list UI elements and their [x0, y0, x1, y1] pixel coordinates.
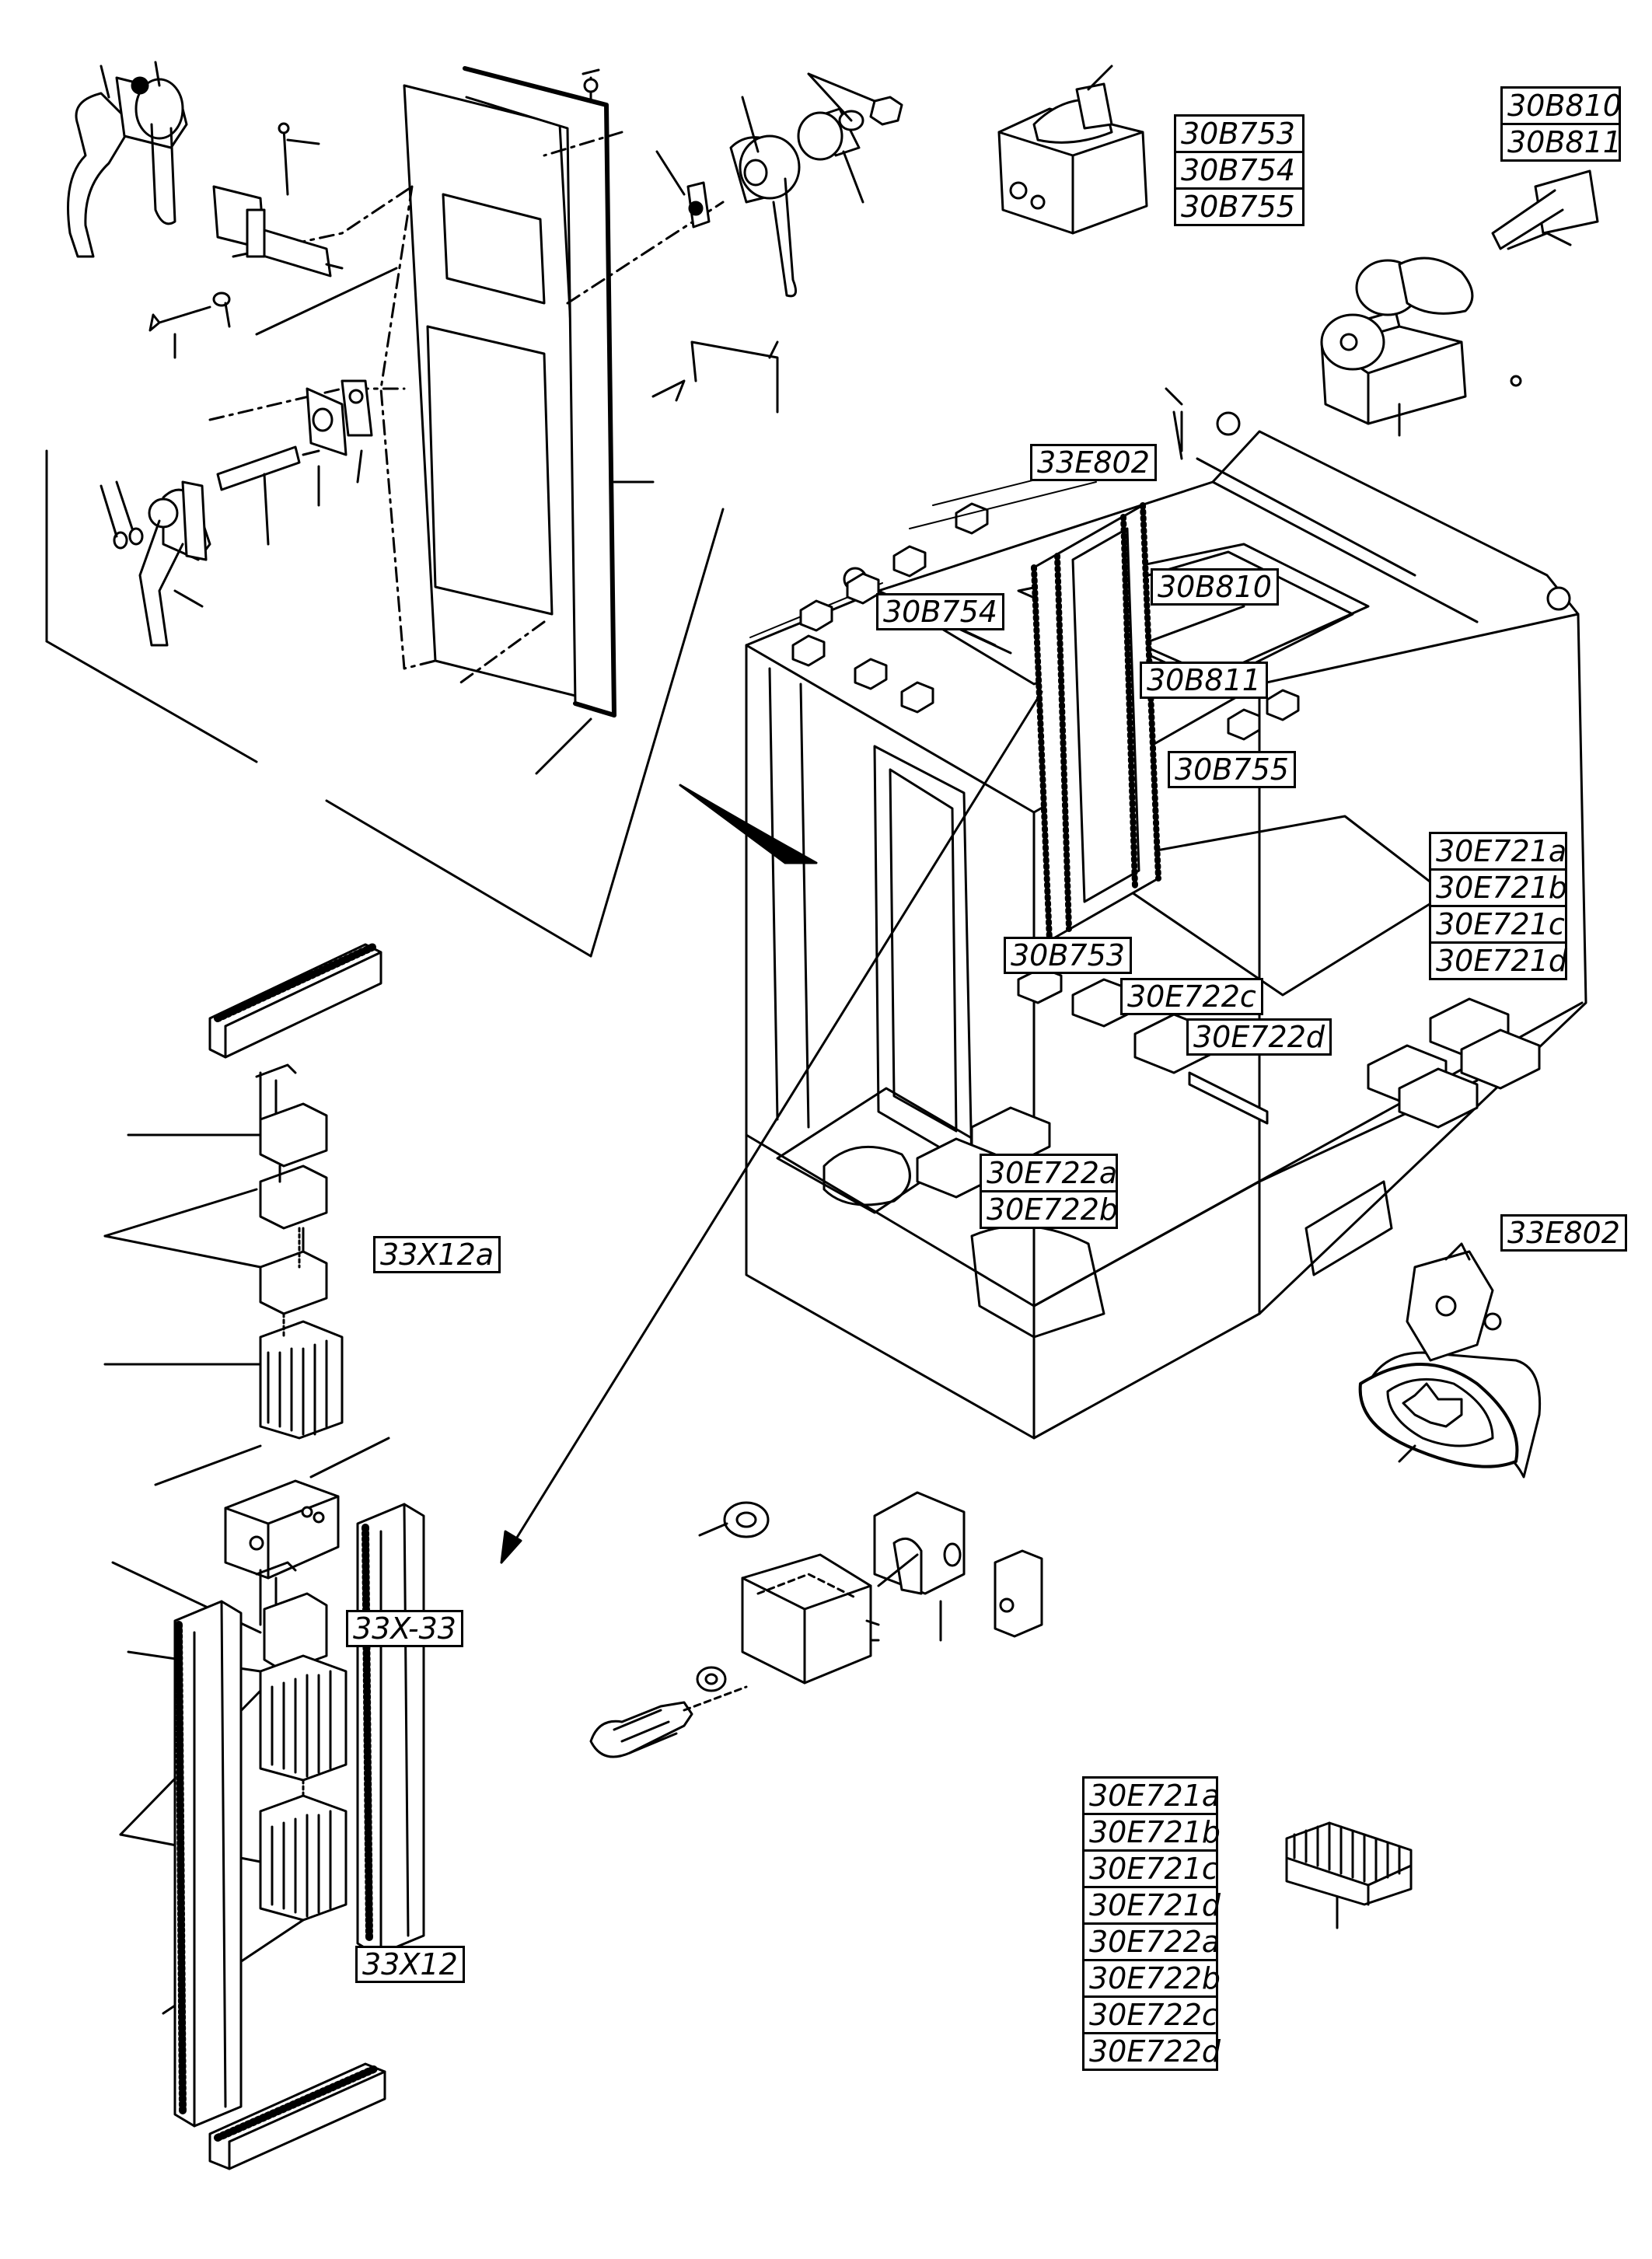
terminal-block-detail — [1285, 1821, 1413, 1929]
cable-duct-right — [356, 1503, 425, 1957]
leader-arrows — [500, 690, 1043, 1564]
callout-stack-30E721-cabinet: 30E721a 30E721b 30E721c 30E721d — [1429, 832, 1567, 980]
legend-item: 30E721c — [1084, 1852, 1218, 1888]
legend-item: 30E721a — [1084, 1779, 1220, 1815]
callout-30B754-cabinet: 30B754 — [876, 593, 1004, 630]
callout-stack-30B753-30B754-30B755-top: 30B753 30B754 30B755 — [1174, 114, 1304, 226]
callout-33E802-beacon: 33E802 — [1500, 1214, 1627, 1252]
cable-duct-top — [208, 943, 382, 1059]
callout-30B810: 30B810 — [1503, 89, 1622, 125]
callout-30E722c-cabinet: 30E722c — [1120, 978, 1263, 1015]
callout-stack-30E722a-30E722b: 30E722a 30E722b — [980, 1154, 1118, 1229]
cabinet-rails — [749, 458, 1300, 741]
callout-33E802-cabinet: 33E802 — [1030, 444, 1157, 481]
relay-module — [224, 1437, 390, 1580]
terminal-legend-list: 30E721a 30E721b 30E721c 30E721d 30E722a … — [1082, 1776, 1221, 2071]
door-handle-top-right — [582, 68, 903, 298]
callout-33X-33: 33X-33 — [346, 1610, 463, 1647]
legend-item: 30E721b — [1084, 1815, 1221, 1852]
callout-30B811: 30B811 — [1507, 125, 1622, 159]
door-handle-bottom-left — [100, 480, 211, 647]
cable-duct-left — [173, 1600, 243, 2128]
callout-30B753: 30B753 — [1176, 117, 1302, 153]
callout-30E721a: 30E721a — [1431, 834, 1566, 871]
warning-beacon — [1358, 1242, 1542, 1479]
callout-30B754: 30B754 — [1176, 153, 1302, 190]
callout-30B755-cabinet: 30B755 — [1168, 751, 1296, 788]
callout-30E722d-cabinet: 30E722d — [1186, 1018, 1332, 1056]
legend-item: 30E722a — [1084, 1925, 1220, 1961]
terminal-blocks-cabinet — [916, 966, 1541, 1199]
callout-30E721b: 30E721b — [1431, 871, 1567, 907]
callout-30E722a: 30E722a — [982, 1156, 1117, 1192]
cable-duct-vertical — [1031, 502, 1161, 944]
legend-item: 30E722c — [1084, 1998, 1218, 2034]
callout-30B753-cabinet: 30B753 — [1004, 937, 1132, 974]
callout-30E722b: 30E722b — [987, 1192, 1119, 1227]
legend-item: 30E722b — [1084, 1961, 1221, 1998]
hinge-parts — [148, 122, 398, 359]
callout-30B755: 30B755 — [1181, 190, 1295, 224]
lock-parts — [216, 340, 779, 546]
callout-stack-30B810-30B811-top: 30B810 30B811 — [1500, 86, 1622, 162]
limit-switch — [1320, 169, 1599, 437]
callout-33X12a: 33X12a — [373, 1236, 501, 1273]
terminal-stack-33X12a — [103, 1063, 344, 1486]
door-assembly — [45, 66, 725, 958]
legend-item: 30E721d — [1084, 1888, 1221, 1925]
callout-33X12: 33X12 — [355, 1946, 465, 1983]
door-handle-top-left — [67, 61, 188, 258]
callout-30E721c: 30E721c — [1431, 907, 1565, 944]
callout-30E721d: 30E721d — [1436, 944, 1568, 978]
switch-assembly — [589, 1491, 1043, 1758]
callout-30B811-cabinet: 30B811 — [1140, 662, 1268, 699]
legend-item: 30E722d — [1089, 2034, 1221, 2069]
cable-duct-bottom — [208, 2062, 386, 2170]
selector-switch-box — [997, 65, 1148, 235]
callout-30B810-cabinet: 30B810 — [1151, 568, 1279, 606]
